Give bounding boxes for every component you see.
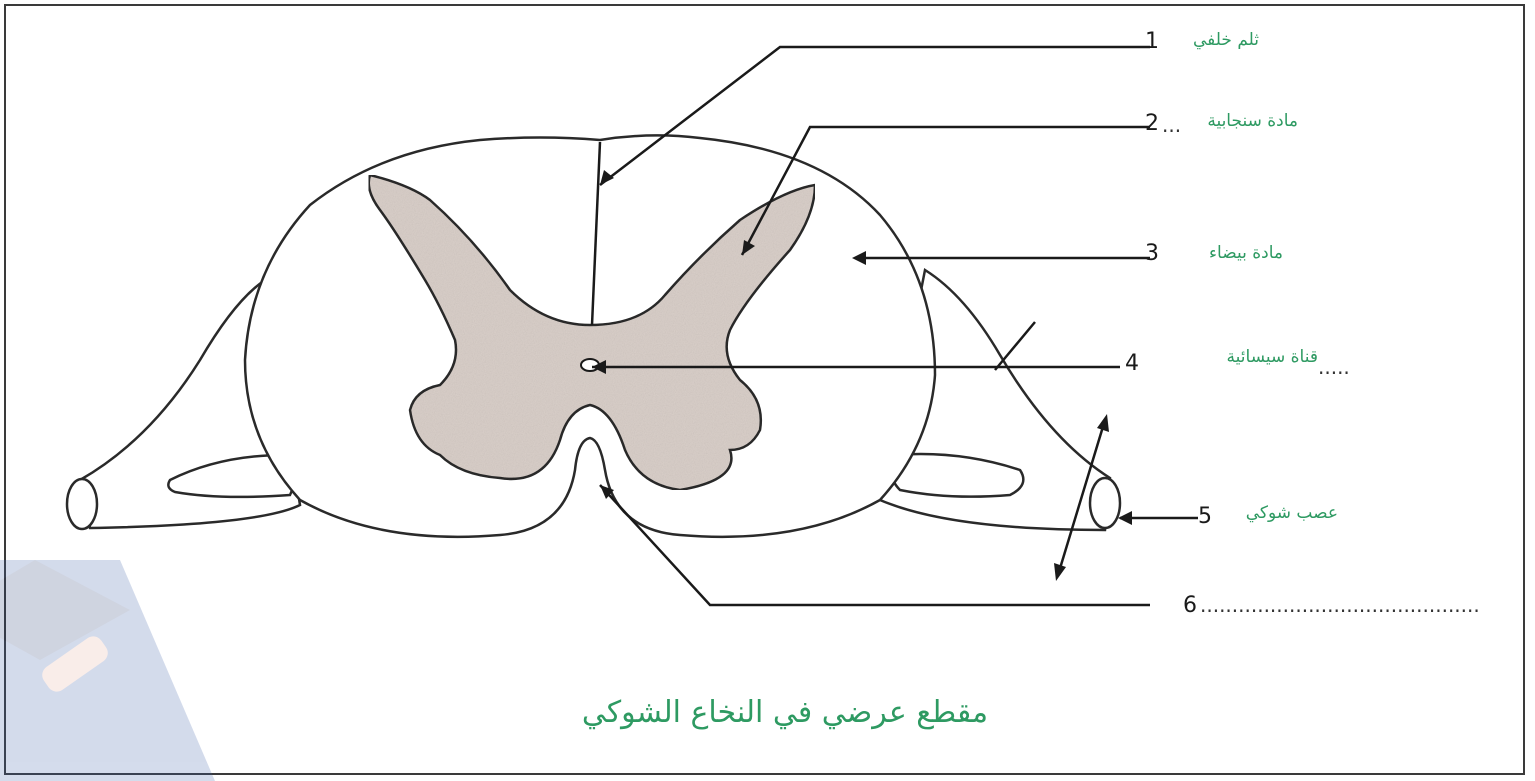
label-5: 5 عصب شوكي [1198, 503, 1338, 529]
label-5-number: 5 [1198, 504, 1212, 529]
label-4-number: 4 [1125, 351, 1139, 376]
label-3-number: 3 [1145, 241, 1159, 266]
label-1-number: 1 [1145, 29, 1159, 54]
label-3: 3 مادة بيضاء [1145, 241, 1283, 266]
label-2-text: مادة سنجابية [1207, 111, 1298, 131]
label-2-dots: ... [1162, 113, 1181, 137]
label-1: 1 ثلم خلفي [1145, 29, 1259, 54]
label-4-text: قناة سيسائية [1227, 347, 1318, 367]
label-5-text: عصب شوكي [1246, 503, 1338, 523]
diagram-title: مقطع عرضي في النخاع الشوكي [582, 695, 988, 730]
root-tick-mark [995, 322, 1035, 370]
label-6: 6 ......................................… [1183, 593, 1480, 618]
label-4: 4 قناة سيسائية ..... [1125, 347, 1350, 379]
label-6-number: 6 [1183, 593, 1197, 618]
label-2-number: 2 [1145, 111, 1159, 136]
label-3-text: مادة بيضاء [1209, 243, 1283, 263]
label-1-text: ثلم خلفي [1193, 30, 1259, 50]
label-6-dots: ........................................… [1200, 593, 1480, 617]
label-4-dots: ..... [1318, 355, 1350, 379]
label-2: 2 ... مادة سنجابية [1145, 111, 1298, 137]
watermark-logo [0, 560, 215, 781]
